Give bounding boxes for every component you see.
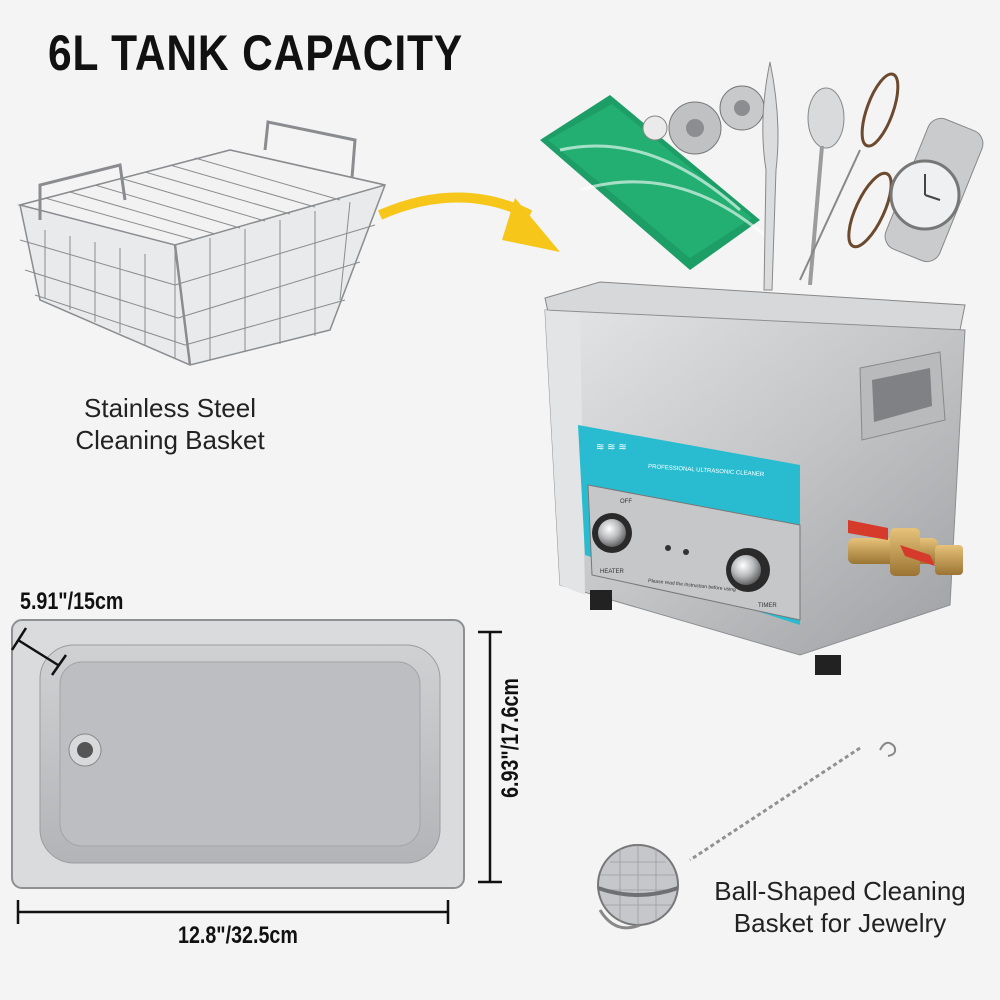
tank-tray-image xyxy=(11,619,465,889)
heater-label: HEATER xyxy=(600,569,625,575)
ball-caption-line2: Basket for Jewelry xyxy=(733,908,947,938)
ball-caption-line1: Ball-Shaped Cleaning xyxy=(714,876,966,906)
dimension-markers xyxy=(10,627,502,924)
timer-label: TIMER xyxy=(758,603,777,609)
off-label: OFF xyxy=(620,499,632,505)
basket-caption: Stainless Steel Cleaning Basket xyxy=(40,392,300,456)
page-title: 6L TANK CAPACITY xyxy=(48,25,464,81)
arrow-icon xyxy=(377,192,560,252)
heater-knob[interactable] xyxy=(598,519,626,547)
ball-basket-image xyxy=(597,741,897,930)
height-dimension-label: 6.93"/17.6cm xyxy=(497,678,524,798)
cleaning-items-image xyxy=(540,61,984,291)
svg-text:≋ ≋ ≋: ≋ ≋ ≋ xyxy=(596,442,627,453)
basket-caption-line1: Stainless Steel xyxy=(84,393,256,423)
drain-valve-image xyxy=(848,520,963,576)
timer-knob[interactable] xyxy=(731,555,761,585)
ultrasonic-cleaner-image: ≋ ≋ ≋ PROFESSIONAL ULTRASONIC CLEANER HE… xyxy=(544,281,966,675)
depth-dimension-label: 5.91"/15cm xyxy=(20,588,124,615)
stainless-basket-image xyxy=(17,120,387,366)
ball-basket-caption: Ball-Shaped Cleaning Basket for Jewelry xyxy=(690,875,990,939)
basket-caption-line2: Cleaning Basket xyxy=(75,425,265,455)
width-dimension-label: 12.8"/32.5cm xyxy=(178,922,298,949)
